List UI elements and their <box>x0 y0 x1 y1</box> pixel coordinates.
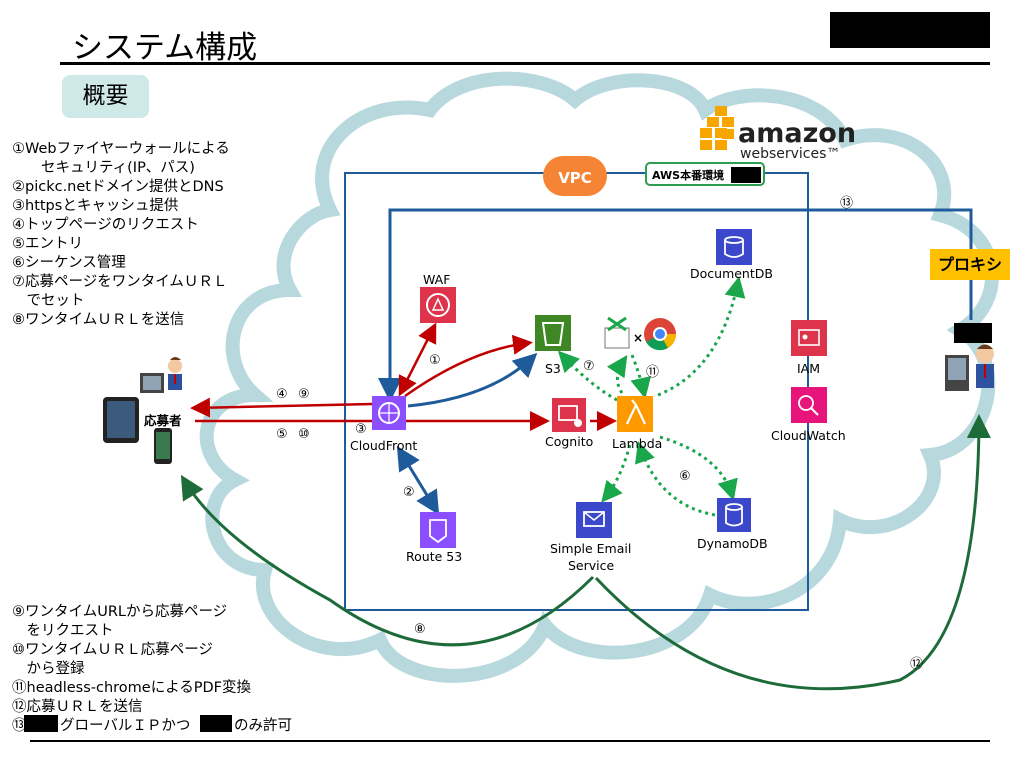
arrow-lambda-dynamodb <box>659 435 738 501</box>
note-line: セキュリティ(IP、パス) <box>12 160 195 176</box>
admin-pc-user-icon <box>945 344 994 391</box>
dynamodb-icon <box>717 498 751 532</box>
step-marker-10: ⑩ <box>298 427 310 442</box>
route53-label: Route 53 <box>406 549 463 564</box>
waf-icon <box>420 287 456 323</box>
ses-label-line2: Service <box>568 558 615 573</box>
applicant-pc-user-icon <box>140 357 182 393</box>
title-underline <box>60 62 990 65</box>
note-line: でセット <box>12 293 85 309</box>
note-line: ⑩ワンタイムＵＲＬ応募ページ <box>12 642 213 658</box>
note-line: をリクエスト <box>12 623 114 639</box>
proxy-route-line <box>378 208 973 402</box>
note-line: ⑧ワンタイムＵＲＬを送信 <box>12 312 185 328</box>
applicant-label: 応募者 <box>144 413 182 428</box>
note-line: ④トップページのリクエスト <box>12 217 199 233</box>
ses-label-line1: Simple Email <box>550 541 632 556</box>
step-marker-7: ⑦ <box>583 359 595 374</box>
arrow-chrome-lambda <box>630 354 651 399</box>
note-line: ②pickc.netドメイン提供とDNS <box>12 179 224 195</box>
iam-icon <box>791 320 827 356</box>
arrow-ses-admin <box>594 414 991 691</box>
footer-rule <box>30 740 990 742</box>
step-marker-5: ⑤ <box>276 427 288 442</box>
step-marker-6: ⑥ <box>679 469 691 484</box>
note-line: ⑤エントリ <box>12 236 83 252</box>
note-line: ⑪headless-chromeによるPDF変換 <box>12 680 252 696</box>
redaction-box <box>954 323 992 343</box>
aws-env-label: AWS本番環境 <box>645 162 765 186</box>
aws-wordmark-sub: webservices™ <box>740 146 841 162</box>
aws-env-text: AWS本番環境 <box>652 169 725 182</box>
arrow-dynamodb-lambda <box>634 441 716 517</box>
arrow-lambda-ses <box>601 444 632 503</box>
step-marker-2: ② <box>403 485 415 500</box>
waf-label: WAF <box>423 272 451 287</box>
cloudwatch-icon <box>791 387 827 423</box>
arrow-ses-applicant <box>180 474 595 647</box>
arrow-cloudfront-s3-blue <box>407 352 538 408</box>
cloudwatch-label: CloudWatch <box>771 428 846 443</box>
route53-icon <box>420 512 456 548</box>
note-line: ③httpsとキャッシュ提供 <box>12 198 179 214</box>
step-marker-13: ⑬ <box>840 196 854 211</box>
redaction-box <box>731 167 761 183</box>
redaction-box <box>830 12 990 48</box>
puppeteer-icon <box>604 316 630 349</box>
note-line: のみ許可 <box>234 718 292 734</box>
aws-wordmark: amazon <box>738 118 857 149</box>
step-marker-12: ⑫ <box>910 657 924 672</box>
times-sign: × <box>633 331 643 345</box>
proxy-label: プロキシ <box>930 249 1010 280</box>
dynamodb-label: DynamoDB <box>697 536 768 551</box>
vpc-badge: VPC <box>543 156 607 196</box>
step-marker-8: ⑧ <box>414 622 426 637</box>
overview-badge: 概要 <box>62 75 149 118</box>
note-line: ①Webファイヤーウォールによる <box>12 141 230 157</box>
step-marker-1: ① <box>429 353 441 368</box>
note-line: ⑨ワンタイムURLから応募ページ <box>12 604 228 620</box>
arrow-waf-cloudfront <box>398 322 437 397</box>
arrow-cloudfront-s3-red <box>404 334 533 398</box>
arrow-applicant-request <box>190 397 373 418</box>
step-marker-3: ③ <box>355 422 367 437</box>
aws-logo-icon <box>700 106 734 150</box>
arrow-lambda-documentdb <box>657 276 746 397</box>
note-line: から登録 <box>12 661 85 677</box>
step-marker-9: ⑨ <box>298 387 310 402</box>
note-line: ⑫応募ＵＲＬを送信 <box>12 699 143 715</box>
documentdb-label: DocumentDB <box>690 266 773 281</box>
smartphone-icon <box>154 428 172 464</box>
documentdb-icon <box>716 229 752 265</box>
ses-icon <box>576 502 612 538</box>
tablet-icon <box>103 397 139 443</box>
chrome-icon <box>644 318 677 351</box>
note-line: ⑬ <box>12 718 27 734</box>
note-line: ⑥シーケンス管理 <box>12 255 126 271</box>
redaction-box <box>200 715 232 732</box>
redaction-box <box>24 715 58 732</box>
arrow-lambda-chrome <box>606 355 628 394</box>
lambda-icon <box>617 396 653 432</box>
lambda-label: Lambda <box>612 436 663 451</box>
step-marker-4: ④ <box>276 387 288 402</box>
s3-label: S3 <box>545 361 561 376</box>
page-title: システム構成 <box>72 30 258 66</box>
cloud-outline <box>199 71 999 683</box>
step-marker-11: ⑪ <box>646 365 660 380</box>
iam-label: IAM <box>797 361 821 376</box>
cognito-label: Cognito <box>545 434 594 449</box>
cloudfront-icon <box>372 396 406 430</box>
arrow-cloudfront-route53 <box>396 445 440 516</box>
cognito-icon <box>552 398 586 432</box>
arrow-lambda-s3 <box>557 350 618 402</box>
cloudfront-label: CloudFront <box>350 438 418 453</box>
note-line: ⑦応募ページをワンタイムＵＲＬ <box>12 274 228 290</box>
note-line: グローバルＩＰかつ <box>60 718 191 734</box>
s3-icon <box>535 315 571 351</box>
